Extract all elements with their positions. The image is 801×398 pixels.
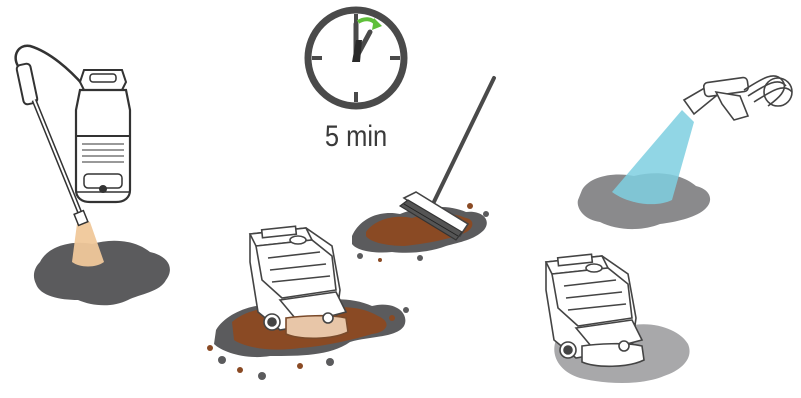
- sprayer-step: [16, 46, 170, 305]
- spray-nozzle-icon: [684, 76, 792, 120]
- scrubber-dryer-icon: [250, 226, 348, 338]
- sprayer-tank: [76, 70, 130, 202]
- spray-nozzle-step: [578, 76, 792, 229]
- scrubber-dryer-icon: [546, 254, 644, 366]
- stopwatch-icon: [308, 10, 404, 106]
- stain-puddle: [34, 241, 170, 306]
- timer-label: 5 min: [325, 119, 387, 152]
- scrubber-clean-step: [546, 254, 690, 383]
- spray-cone: [72, 216, 104, 267]
